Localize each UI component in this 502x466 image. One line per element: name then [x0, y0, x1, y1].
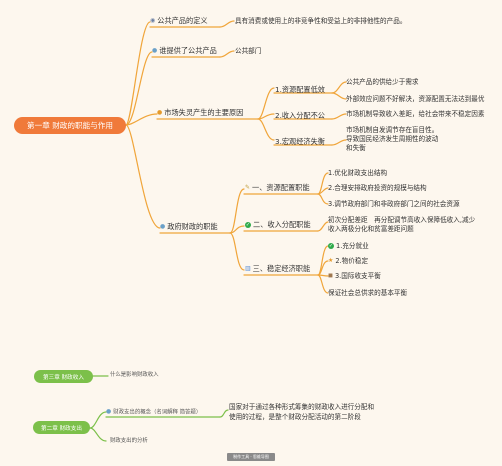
item-government-investment[interactable]: 2.合理安排政府投资的规模与结构: [328, 184, 427, 192]
item-expenditure-definition-line1[interactable]: 国家对于通过各种形式筹集的财政收入进行分配和: [229, 403, 375, 411]
item-expenditure-analysis[interactable]: 财政支出的分析: [110, 438, 148, 444]
subtopic-resource-allocation[interactable]: 1.资源配置低效: [275, 85, 325, 94]
pin-icon: ◉: [150, 17, 156, 25]
item-social-resources[interactable]: 3.调节政府部门和非政府部门之间的社会资源: [328, 200, 460, 208]
item-cyclical-fluctuation[interactable]: 导致国民经济发生周期性的波动: [346, 135, 439, 143]
globe-icon: ●: [152, 47, 158, 55]
item-income-gap[interactable]: 市场机制导致收入差距，给社会带来不稳定因素: [346, 110, 485, 118]
subtopic-resource-allocation-function[interactable]: ✎一、资源配置职能: [245, 183, 310, 192]
topic-market-failure[interactable]: ●市场失灵产生的主要原因: [157, 108, 243, 117]
subtopic-label: 二、收入分配职能: [253, 220, 311, 229]
note-public-sector[interactable]: 公共部门: [235, 47, 262, 55]
topic-public-goods-definition[interactable]: ◉公共产品的定义: [150, 16, 208, 25]
item-full-employment[interactable]: ✓1.充分就业: [328, 242, 369, 250]
subtopic-label: 一、资源配置职能: [252, 183, 310, 192]
check-icon: ✓: [328, 243, 334, 249]
item-label: 2.物价稳定: [335, 257, 369, 265]
topic-who-provides[interactable]: ●谁提供了公共产品: [152, 46, 217, 55]
bar-chart-icon: ▥: [245, 265, 251, 273]
item-balance-of-payments[interactable]: ◼3.国际收支平衡: [328, 272, 381, 280]
topic-government-finance-functions[interactable]: ●政府财政的职能: [160, 222, 218, 231]
pencil-icon: ✎: [245, 184, 251, 192]
item-label: 财政支出的概念（名词解释 简答题）: [113, 409, 202, 416]
topic-label: 市场失灵产生的主要原因: [164, 108, 244, 117]
item-expenditure-definition-line2[interactable]: 使用的过程，是整个财政分配活动的第二阶段: [229, 413, 361, 421]
chapter-fiscal-revenue[interactable]: 第三章 财政收入: [34, 370, 93, 383]
item-label: 1.充分就业: [336, 242, 369, 250]
item-blindness[interactable]: 市场机制自发调节存在盲目性。: [346, 126, 439, 134]
globe-icon: ●: [157, 109, 163, 117]
subtopic-label: 三、稳定经济职能: [252, 264, 311, 273]
item-redistribution[interactable]: 初次分配差距 再分配调节高收入保障低收入,减少: [328, 216, 476, 224]
item-optimize-expenditure[interactable]: 1.优化财政支出结构: [328, 169, 388, 177]
topic-label: 公共产品的定义: [157, 16, 208, 25]
subtopic-income-distribution-function[interactable]: ✓二、收入分配职能: [245, 220, 311, 229]
item-imbalance[interactable]: 和失衡: [346, 144, 366, 152]
item-externality[interactable]: 外部效应问题不好解决，资源配置无法达到最优: [346, 95, 485, 103]
star-icon: ★: [328, 257, 334, 265]
chapter-fiscal-expenditure[interactable]: 第二章 财政支出: [33, 421, 90, 434]
item-label: 3.国际收支平衡: [334, 272, 381, 280]
item-expenditure-concept[interactable]: ●财政支出的概念（名词解释 简答题）: [106, 408, 201, 416]
topic-label: 政府财政的职能: [167, 222, 218, 231]
root-topic[interactable]: 第一章 财政的职能与作用: [14, 117, 126, 134]
subtopic-income-inequality[interactable]: 2.收入分配不公: [275, 111, 325, 120]
watermark: 制作工具 · 思维导图: [227, 453, 275, 461]
subtopic-economic-stability-function[interactable]: ▥三、稳定经济职能: [245, 264, 310, 273]
bag-icon: ◼: [328, 272, 333, 280]
item-revenue-influence[interactable]: 什么是影响财政收入: [110, 372, 159, 378]
check-icon: ✓: [245, 222, 251, 228]
globe-icon: ●: [106, 408, 112, 415]
item-supply-less-than-demand[interactable]: 公共产品的供给少于需求: [346, 78, 419, 86]
item-polarization[interactable]: 收入两极分化和贫富差距问题: [328, 225, 414, 233]
item-aggregate-balance[interactable]: 保证社会总供求的基本平衡: [328, 289, 408, 297]
globe-icon: ●: [160, 223, 166, 231]
subtopic-macro-imbalance[interactable]: 3.宏观经济失衡: [275, 137, 325, 146]
topic-label: 谁提供了公共产品: [159, 46, 217, 55]
item-price-stability[interactable]: ★2.物价稳定: [328, 257, 368, 265]
note-public-goods-definition[interactable]: 具有消费或使用上的非竞争性和受益上的非排他性的产品。: [235, 17, 407, 25]
